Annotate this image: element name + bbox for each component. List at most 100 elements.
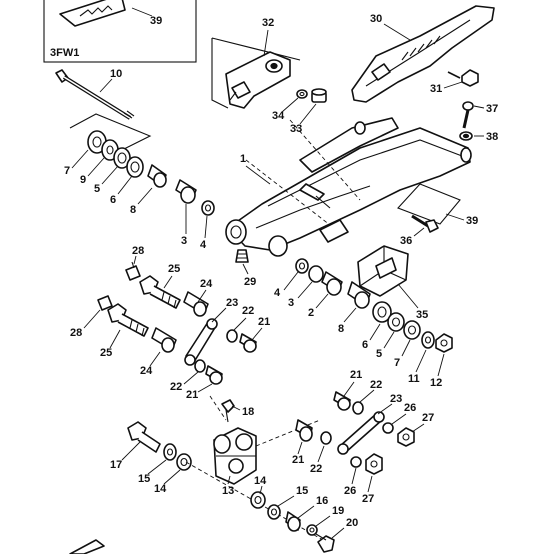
collar-24-upper (183, 291, 209, 317)
callout-28-lower: 28 (70, 327, 82, 339)
callout-27-upper: 27 (422, 412, 434, 424)
callout-22-lower-left: 22 (170, 381, 182, 393)
washer-22-lower-right (320, 431, 332, 445)
collar-2-right (321, 271, 343, 296)
callout-20: 20 (346, 517, 358, 529)
bush-21-upper-right (333, 391, 351, 411)
callout-21-upper-left: 21 (258, 316, 270, 328)
inset-label: 3FW1 (50, 47, 79, 59)
bush-21-lower-left (205, 365, 223, 385)
callout-14-right: 14 (254, 475, 267, 487)
bolt-17 (127, 421, 161, 453)
callout-6-left: 6 (110, 194, 116, 206)
bolt-20 (315, 533, 335, 553)
callout-15-right: 15 (296, 485, 308, 497)
callout-21-upper-right: 21 (350, 369, 362, 381)
washer-34 (296, 89, 308, 99)
callout-5-right: 5 (376, 348, 382, 360)
callout-18: 18 (242, 406, 254, 418)
bracket-box-lines (211, 37, 301, 109)
callout-16: 16 (316, 495, 328, 507)
bush-3-right (308, 265, 324, 283)
collar-8-left (147, 164, 167, 188)
bush-21-upper-left (239, 333, 257, 353)
inset-panel: 39 3FW1 (43, 0, 197, 63)
seal-14-right (250, 491, 266, 509)
plate-39-outline (397, 183, 461, 225)
callout-36: 36 (400, 235, 412, 247)
callout-21-lower-right: 21 (292, 454, 304, 466)
callout-28-upper: 28 (132, 245, 144, 257)
washer-22-upper-left (226, 329, 238, 343)
callout-25-upper: 25 (168, 263, 180, 275)
grease-nipple-29 (235, 249, 249, 263)
bearing-6-right (372, 301, 392, 323)
bolt-25-upper (139, 275, 181, 309)
callout-4-right: 4 (274, 287, 281, 299)
grease-nipple-28-upper (125, 261, 141, 281)
callout-3-right: 3 (288, 297, 294, 309)
callout-34: 34 (272, 110, 285, 122)
callout-26-upper: 26 (404, 402, 416, 414)
collar-8-right (347, 281, 371, 309)
inset-callout: 39 (150, 15, 162, 27)
washer-19 (306, 524, 318, 536)
washer-38 (459, 131, 473, 141)
inset-border (43, 0, 197, 63)
grease-nipple-18 (221, 399, 235, 423)
callout-15-left: 15 (138, 473, 150, 485)
pivot-shaft-part (55, 69, 135, 120)
callout-7-right: 7 (394, 357, 400, 369)
link-arm-23-right (337, 411, 385, 455)
callout-14-left: 14 (154, 483, 167, 495)
callout-22-upper-right: 22 (370, 379, 382, 391)
grease-nipple-28-lower (97, 295, 113, 311)
callout-24-lower: 24 (140, 365, 153, 377)
callout-4-upper: 4 (200, 239, 207, 251)
callout-2-right: 2 (308, 307, 314, 319)
chain-guard-30-part (351, 5, 495, 103)
callout-8-right: 8 (338, 323, 344, 335)
callout-5-left: 5 (94, 183, 100, 195)
relay-arm-13-part (213, 427, 257, 485)
callout-30: 30 (370, 13, 382, 25)
callout-39: 39 (466, 215, 478, 227)
link-arm-23-left (184, 318, 218, 366)
washer-26-upper (382, 422, 394, 434)
bolt-37 (462, 101, 474, 129)
nut-12 (435, 333, 453, 353)
cap-33 (311, 88, 327, 103)
bottom-edge-fragment (69, 539, 105, 554)
reference-plane-line (69, 113, 152, 151)
washer-15-left (163, 443, 177, 461)
bolt-36 (411, 214, 439, 233)
callout-1: 1 (240, 153, 246, 165)
callout-26-lower: 26 (344, 485, 356, 497)
callout-19: 19 (332, 505, 344, 517)
bearing-5-left (113, 147, 131, 169)
bolt-31 (447, 69, 479, 87)
washer-4-right (295, 258, 309, 274)
seal-7-right (403, 320, 421, 340)
callout-23-left: 23 (226, 297, 238, 309)
washer-22-upper-right (352, 401, 364, 415)
callout-9: 9 (80, 174, 86, 186)
nut-27-upper (397, 427, 415, 447)
callout-23-right: 23 (390, 393, 402, 405)
callout-13: 13 (222, 485, 234, 497)
bush-3-upper (175, 179, 197, 204)
callout-22-lower-right: 22 (310, 463, 322, 475)
callout-7-left: 7 (64, 165, 70, 177)
collar-24-lower (151, 327, 177, 353)
bearing-5-right (387, 312, 405, 332)
callout-6-right: 6 (362, 339, 368, 351)
callout-3-upper: 3 (181, 235, 187, 247)
bush-21-lower-right (295, 419, 313, 442)
callout-11: 11 (408, 373, 420, 385)
collar-16 (285, 511, 301, 532)
callout-27-lower: 27 (362, 493, 374, 505)
callout-17: 17 (110, 459, 122, 471)
bearing-6-left (126, 156, 144, 178)
callout-33: 33 (290, 123, 302, 135)
